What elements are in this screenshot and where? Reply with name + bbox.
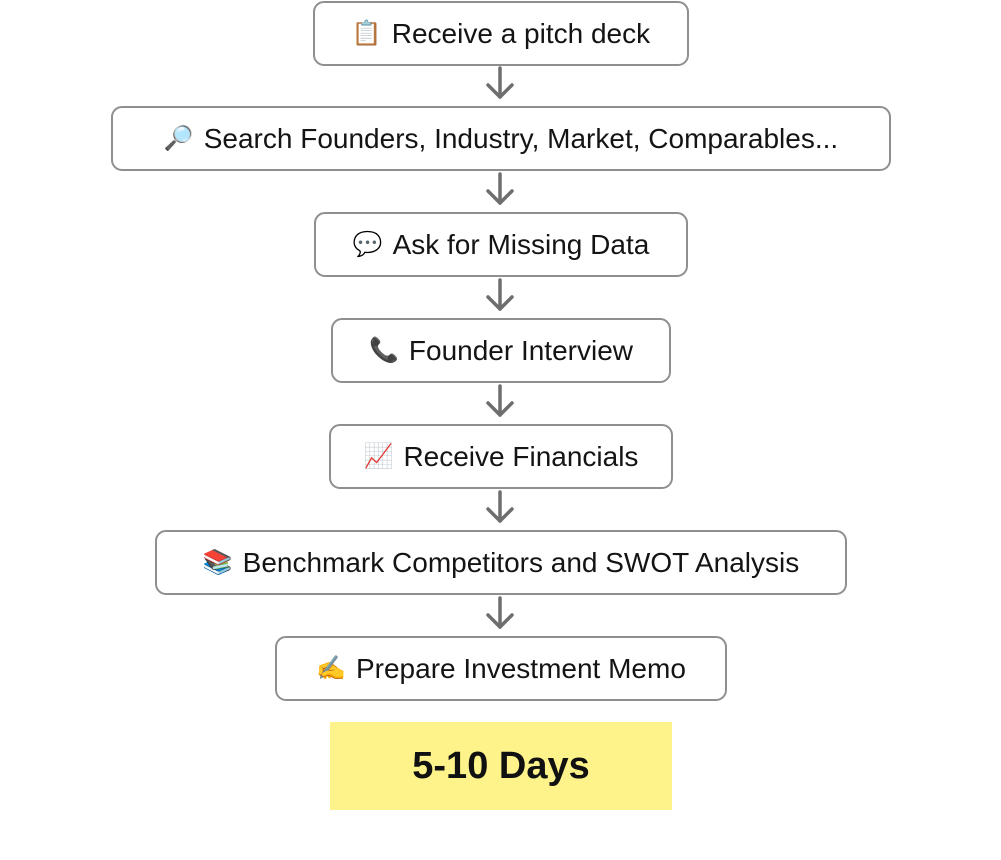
phone-icon: 📞 [369, 336, 399, 364]
flow-step-label: Receive a pitch deck [391, 17, 651, 49]
flow-step-label: Founder Interview [408, 334, 633, 366]
flow-step-search: 🔎 Search Founders, Industry, Market, Com… [111, 106, 891, 171]
flow-step-prepare-memo: ✍️ Prepare Investment Memo [275, 636, 727, 701]
arrow-down-icon [486, 278, 514, 311]
flow-step-label: Receive Financials [403, 440, 639, 472]
clipboard-icon: 📋 [351, 19, 382, 47]
chart-increasing-icon: 📈 [363, 442, 394, 470]
flow-step-founder-interview: 📞 Founder Interview [331, 318, 671, 383]
arrow-down-icon [486, 66, 514, 99]
speech-bubble-icon: 💬 [352, 230, 383, 258]
flow-step-ask-missing-data: 💬 Ask for Missing Data [314, 212, 688, 277]
flow-step-benchmark-swot: 📚 Benchmark Competitors and SWOT Analysi… [155, 530, 847, 595]
arrow-down-icon [486, 596, 514, 629]
flow-step-label: Search Founders, Industry, Market, Compa… [203, 122, 839, 154]
flow-step-receive-financials: 📈 Receive Financials [329, 424, 673, 489]
books-icon: 📚 [202, 548, 233, 576]
writing-hand-icon: ✍️ [316, 654, 346, 682]
arrow-down-icon [486, 490, 514, 523]
flow-step-label: Benchmark Competitors and SWOT Analysis [242, 546, 800, 578]
arrow-down-icon [486, 384, 514, 417]
flow-step-receive-pitch-deck: 📋 Receive a pitch deck [313, 1, 689, 66]
flow-step-label: Prepare Investment Memo [355, 652, 686, 684]
magnifier-icon: 🔎 [163, 124, 194, 152]
flow-step-label: Ask for Missing Data [392, 228, 650, 260]
duration-badge: 5-10 Days [330, 722, 672, 810]
arrow-down-icon [486, 172, 514, 205]
